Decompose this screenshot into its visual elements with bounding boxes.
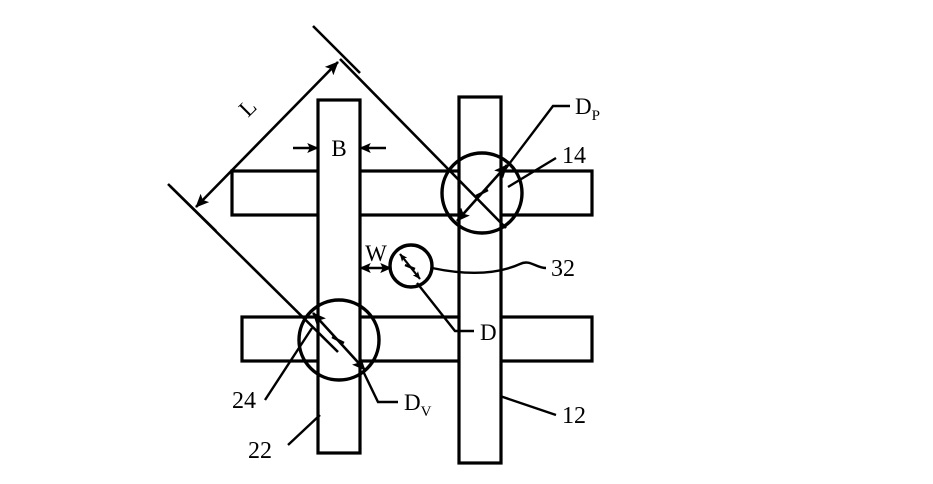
node-circle-upper-right	[440, 151, 524, 235]
label-l: L	[234, 94, 262, 122]
l-dim-tick-upper	[312, 25, 361, 74]
label-12: 12	[562, 403, 586, 429]
diameter-tick-dv	[331, 335, 345, 345]
diameter-tick-d	[404, 263, 416, 271]
label-w: W	[365, 241, 387, 266]
diagonal-construction-line-lower	[169, 185, 339, 353]
leader-32	[431, 261, 547, 275]
leader-dv	[361, 370, 398, 404]
l-dimension-arrow	[195, 61, 339, 208]
label-b: B	[331, 136, 346, 161]
label-dp: DP	[575, 94, 600, 124]
label-22: 22	[248, 438, 272, 464]
leader-22	[287, 414, 321, 446]
label-dv: DV	[404, 390, 432, 420]
diagonal-construction-line-upper	[339, 58, 507, 229]
label-l-group: L	[234, 94, 262, 122]
diameter-tick-dp	[475, 188, 489, 198]
label-14: 14	[562, 143, 586, 169]
horizontal-strip-upper	[230, 169, 594, 217]
node-circle-lower-left	[297, 298, 381, 382]
label-32: 32	[551, 256, 575, 282]
leader-d	[416, 282, 474, 333]
label-d: D	[480, 320, 497, 345]
leader-dp	[499, 104, 570, 177]
leader-14	[507, 156, 557, 189]
leader-12	[499, 394, 557, 417]
label-24: 24	[232, 388, 256, 414]
leader-24	[263, 327, 314, 401]
